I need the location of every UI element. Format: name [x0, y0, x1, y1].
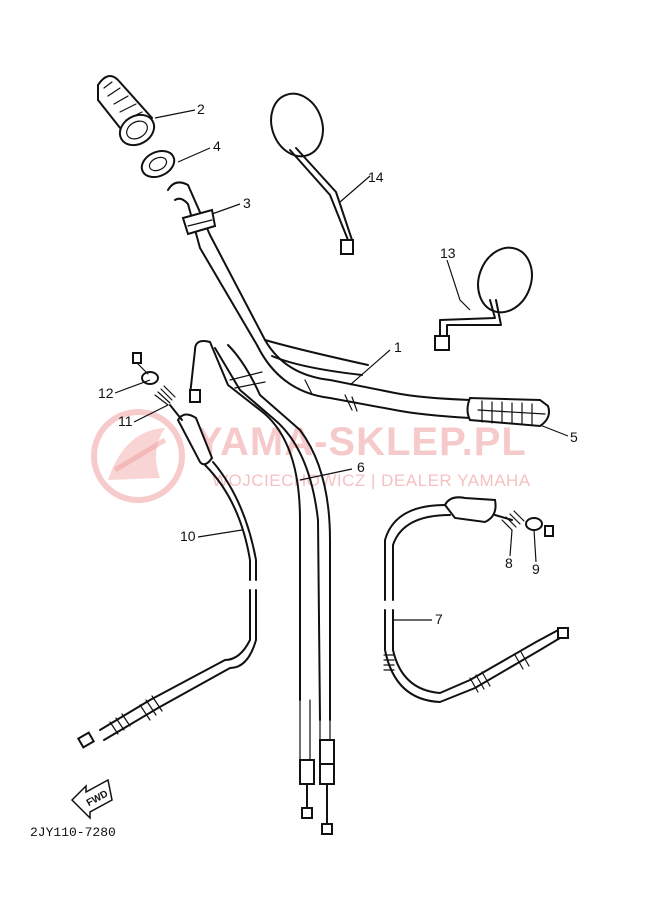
part-10-cable	[76, 413, 257, 749]
part-11-adjuster	[154, 385, 183, 421]
callout-9: 9	[532, 561, 540, 577]
part-12-locknut	[132, 352, 159, 385]
part-13-right-mirror	[434, 246, 533, 351]
callout-5: 5	[570, 429, 578, 445]
callout-lines	[114, 109, 569, 621]
part-6-throttle-cables	[189, 340, 335, 835]
callout-1: 1	[394, 339, 402, 355]
part-1-handlebar	[167, 181, 471, 419]
part-14-left-mirror	[270, 92, 354, 255]
callout-8: 8	[505, 555, 513, 571]
part-9-nut	[525, 517, 554, 537]
watermark-brand: YAMA-SKLEP.PL	[196, 420, 527, 464]
callout-13: 13	[440, 245, 456, 261]
forward-arrow-icon: FWD	[70, 778, 113, 820]
part-8-adjuster	[494, 510, 525, 531]
callout-14: 14	[368, 169, 384, 185]
callout-6: 6	[357, 459, 365, 475]
callout-10: 10	[180, 528, 196, 544]
watermark-dealer: WOJCIECHOWICZ | DEALER YAMAHA	[212, 471, 531, 490]
callout-4: 4	[213, 138, 221, 154]
watermark: YAMA-SKLEP.PL WOJCIECHOWICZ | DEALER YAM…	[91, 409, 531, 503]
callout-2: 2	[197, 101, 205, 117]
part-5-right-grip	[466, 396, 550, 428]
callout-12: 12	[98, 385, 114, 401]
part-4-grip-collar	[140, 149, 176, 179]
part-2-left-grip	[97, 75, 156, 147]
diagram-code: 2JY110-7280	[30, 825, 116, 840]
yamaha-watermark-logo-icon	[91, 409, 185, 503]
part-7-cable	[383, 496, 569, 703]
callout-7: 7	[435, 611, 443, 627]
part-3-clamp	[181, 208, 217, 236]
callout-11: 11	[118, 413, 133, 429]
callout-numbers: 2 4 3 1 5 6 7 8 9 10 11 12 13 14	[98, 101, 578, 627]
callout-3: 3	[243, 195, 251, 211]
